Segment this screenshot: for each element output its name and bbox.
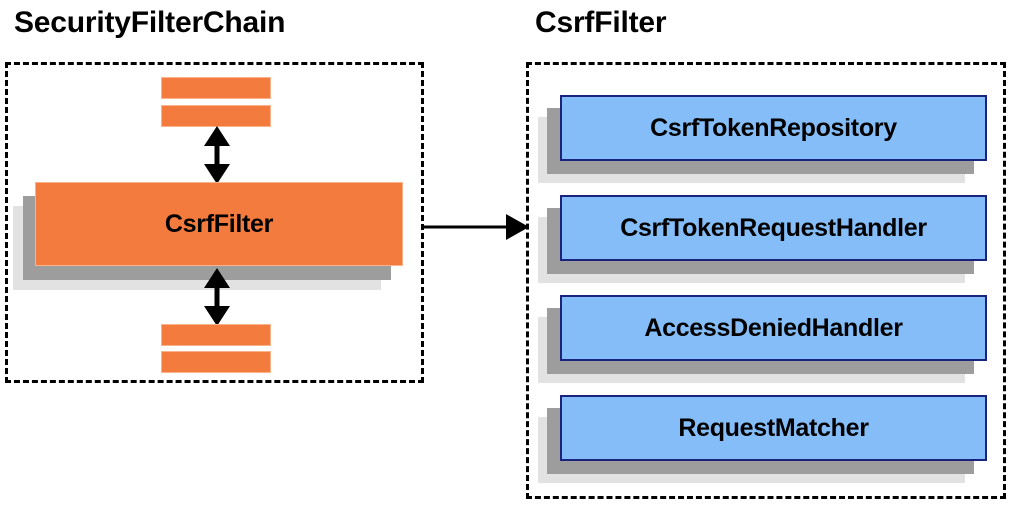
collaborator-node-2[interactable]: CsrfTokenRequestHandler: [538, 195, 987, 283]
security-filter-chain-panel: [5, 62, 424, 383]
collaborator-node-4-label: RequestMatcher: [678, 413, 869, 442]
connector-arrow-icon: [423, 214, 529, 240]
csrf-filter-node-label: CsrfFilter: [164, 209, 274, 238]
page-title-security-filter-chain: SecurityFilterChain: [14, 6, 286, 39]
node-face: CsrfFilter: [35, 182, 403, 266]
node-face: CsrfTokenRequestHandler: [560, 195, 987, 261]
collaborator-node-2-label: CsrfTokenRequestHandler: [620, 213, 927, 242]
csrf-filter-node[interactable]: CsrfFilter: [13, 182, 403, 290]
collaborator-node-4[interactable]: RequestMatcher: [538, 395, 987, 483]
collaborator-node-3[interactable]: AccessDeniedHandler: [538, 295, 987, 383]
filter-bar-above-2: [161, 105, 271, 127]
collaborator-node-3-label: AccessDeniedHandler: [644, 313, 903, 342]
filter-bar-below-2: [161, 351, 271, 373]
double-arrow-down-icon: [203, 268, 231, 326]
collaborator-node-1-label: CsrfTokenRepository: [650, 113, 897, 142]
collaborator-node-1[interactable]: CsrfTokenRepository: [538, 95, 987, 183]
filter-bar-below-1: [161, 324, 271, 346]
node-face: CsrfTokenRepository: [560, 95, 987, 161]
page-title-csrf-filter: CsrfFilter: [535, 6, 667, 39]
csrf-filter-panel: [526, 62, 1006, 499]
filter-bar-above-1: [161, 77, 271, 99]
double-arrow-up-icon: [203, 126, 231, 184]
node-face: AccessDeniedHandler: [560, 295, 987, 361]
node-face: RequestMatcher: [560, 395, 987, 461]
